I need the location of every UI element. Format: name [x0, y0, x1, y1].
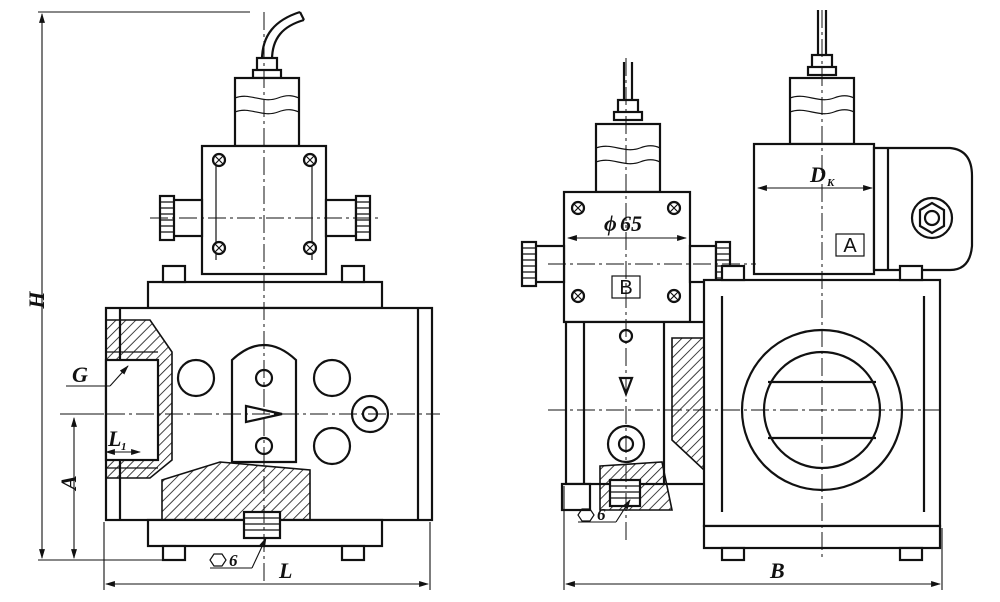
box-b-frame — [611, 275, 641, 299]
dk-subscript: K — [826, 177, 835, 189]
length-label: L — [278, 558, 292, 583]
hex-left-label: 6 — [229, 551, 238, 570]
width-label: B — [769, 558, 785, 583]
box-a-label: A — [843, 235, 857, 257]
hex-right-label: 6 — [597, 505, 606, 524]
left-dimensions — [38, 11, 431, 590]
a-label: A — [56, 475, 81, 492]
diameter-label: 65 — [620, 211, 642, 236]
height-label: H — [24, 291, 49, 310]
l1-subscript: 1 — [121, 441, 127, 453]
right-view — [520, 10, 974, 562]
dk-label: D — [809, 162, 826, 187]
right-dimensions — [563, 185, 943, 590]
box-a-frame — [835, 233, 865, 257]
box-b-label: B — [619, 277, 632, 299]
diameter-symbol: ϕ — [604, 211, 617, 236]
l1-label: L — [107, 426, 121, 451]
thread-label: G — [72, 362, 88, 387]
left-view — [78, 10, 440, 582]
